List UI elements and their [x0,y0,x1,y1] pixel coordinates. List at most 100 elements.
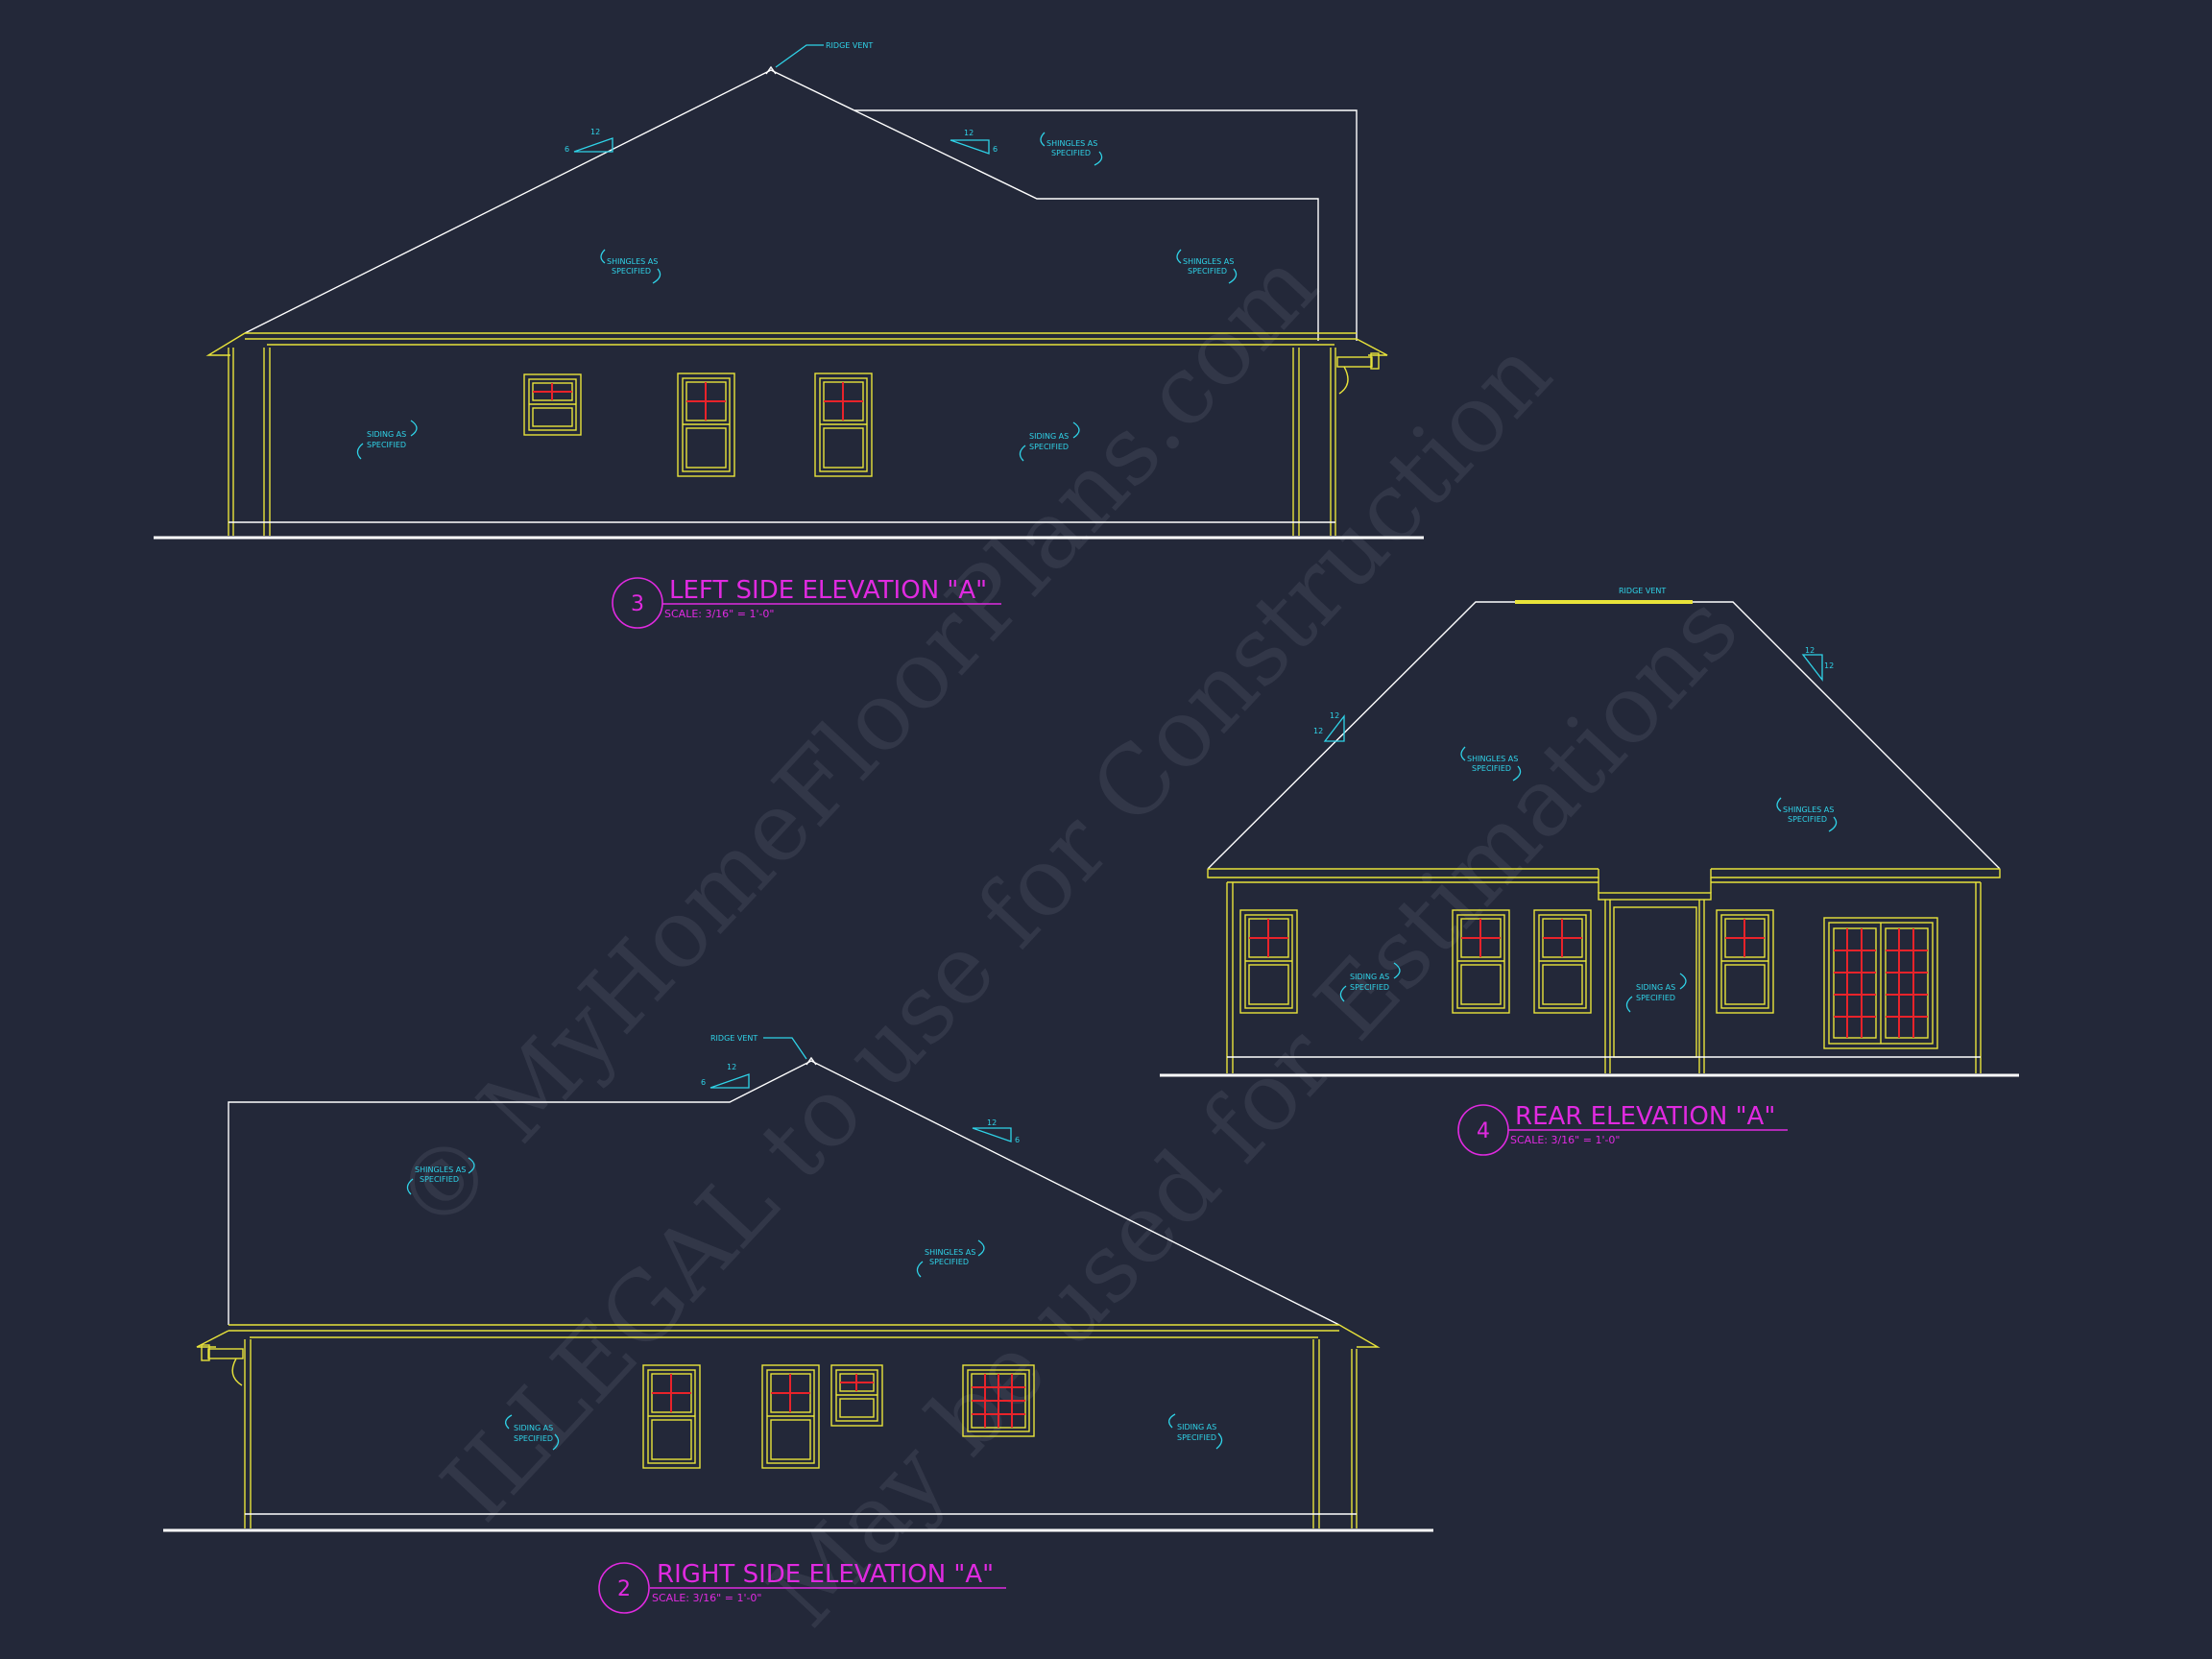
note-line: SPECIFIED [612,267,651,276]
right-roof-outline [228,1056,1340,1326]
left-shingles-note-2: SHINGLES AS SPECIFIED [600,249,661,284]
right-shingles-note-2: SHINGLES AS SPECIFIED [916,1239,985,1278]
right-elevation-scale: SCALE: 3/16" = 1'-0" [652,1592,762,1604]
left-siding-note-1: SIDING AS SPECIFIED [356,420,418,460]
left-elevation-title-block: 3 LEFT SIDE ELEVATION "A" SCALE: 3/16" =… [612,576,1001,629]
left-shingles-note-3: SHINGLES AS SPECIFIED [1176,249,1238,284]
note-line: SPECIFIED [1051,149,1091,157]
right-shingles-note-1: SHINGLES AS SPECIFIED [406,1157,475,1195]
pitch-rise: 6 [701,1078,706,1087]
left-walls [228,348,1336,536]
right-pitch-symbol-right: 12 6 [972,1118,1020,1144]
right-ridge-vent-label: RIDGE VENT [710,1034,757,1043]
left-eave [205,332,1388,356]
left-roof-outline [244,65,1358,341]
left-elevation-number: 3 [631,592,644,616]
note-line: SHINGLES AS [607,257,658,266]
left-side-elevation: RIDGE VENT 12 6 12 6 SHINGLES AS SPECIFI… [154,41,1424,629]
rear-french-door [1823,917,1938,1049]
rear-shingles-note-2: SHINGLES AS SPECIFIED [1776,797,1838,832]
left-eave-bracket-icon [1336,352,1380,395]
note-line: SPECIFIED [1788,815,1827,824]
right-eave [196,1324,1381,1348]
left-ridge-vent-callout: RIDGE VENT [775,41,873,68]
pitch-run: 12 [964,129,974,137]
note-line: SPECIFIED [367,441,406,449]
right-window-3 [830,1364,883,1427]
left-elevation-title: LEFT SIDE ELEVATION "A" [669,576,987,605]
pitch-rise: 6 [565,145,569,154]
rear-eave [1207,868,2001,901]
pitch-run: 12 [590,128,600,136]
pitch-run: 12 [987,1118,997,1127]
pitch-rise: 12 [1313,727,1323,735]
note-line: SPECIFIED [1177,1433,1216,1442]
note-line: SPECIFIED [1472,764,1511,773]
right-window-2 [761,1364,820,1469]
left-window-2 [677,373,735,477]
note-line: SPECIFIED [420,1175,459,1184]
left-pitch-symbol-left: 12 6 [565,128,613,154]
note-line: SHINGLES AS [925,1248,975,1257]
rear-window-4 [1716,909,1774,1014]
note-line: SHINGLES AS [1183,257,1234,266]
note-line: SPECIFIED [1188,267,1227,276]
rear-siding-note-1: SIDING AS SPECIFIED [1339,962,1401,1002]
left-pitch-symbol-right: 12 6 [950,129,998,155]
pitch-run: 12 [727,1063,736,1071]
rear-pitch-symbol-right: 12 12 [1801,646,1834,682]
right-window-1 [642,1364,701,1469]
pitch-rise: 6 [1015,1136,1020,1144]
right-elevation-number: 2 [617,1577,631,1601]
rear-elevation-title-block: 4 REAR ELEVATION "A" SCALE: 3/16" = 1'-0… [1457,1102,1788,1156]
right-siding-note-2: SIDING AS SPECIFIED [1168,1413,1223,1450]
note-line: SHINGLES AS [1783,805,1834,814]
note-line: SPECIFIED [929,1258,969,1266]
note-line: SPECIFIED [1636,994,1675,1002]
rear-siding-note-2: SIDING AS SPECIFIED [1625,973,1687,1013]
note-line: SHINGLES AS [415,1166,466,1174]
right-siding-note-1: SIDING AS SPECIFIED [505,1414,560,1451]
rear-elevation-scale: SCALE: 3/16" = 1'-0" [1510,1134,1621,1146]
note-line: SIDING AS [514,1424,553,1432]
pitch-run: 12 [1805,646,1815,655]
left-siding-note-2: SIDING AS SPECIFIED [1019,421,1080,462]
note-line: SPECIFIED [514,1434,553,1443]
pitch-rise: 12 [1824,661,1834,670]
rear-window-1 [1239,909,1298,1014]
note-line: SIDING AS [367,430,406,439]
left-window-3 [814,373,873,477]
note-line: SIDING AS [1636,983,1675,992]
pitch-rise: 6 [993,145,998,154]
left-ridge-vent-label: RIDGE VENT [826,41,873,50]
right-elevation-title-block: 2 RIGHT SIDE ELEVATION "A" SCALE: 3/16" … [598,1560,1006,1614]
left-elevation-number-bubble [612,577,663,629]
note-line: SHINGLES AS [1467,755,1518,763]
rear-walls [1226,882,1982,1073]
note-line: SIDING AS [1177,1423,1216,1431]
rear-ridge-vent-label: RIDGE VENT [1619,587,1666,595]
left-elevation-scale: SCALE: 3/16" = 1'-0" [664,608,775,620]
note-line: SIDING AS [1029,432,1069,441]
right-elevation-number-bubble [598,1562,650,1614]
rear-window-3 [1533,909,1592,1014]
right-ridge-vent-callout: RIDGE VENT [710,1034,807,1060]
pitch-run: 12 [1330,711,1339,720]
right-window-4 [962,1364,1035,1437]
right-pitch-symbol-left: 12 6 [701,1063,750,1089]
rear-elevation-title: REAR ELEVATION "A" [1515,1102,1775,1131]
rear-shingles-note-1: SHINGLES AS SPECIFIED [1460,746,1522,781]
rear-window-2 [1452,909,1510,1014]
right-elevation-title: RIGHT SIDE ELEVATION "A" [657,1560,994,1589]
rear-elevation: RIDGE VENT 12 12 12 12 SHINGLES AS SPECI… [1160,587,2019,1156]
right-side-elevation: RIDGE VENT 12 6 12 6 SHINGLES AS SPECIFI… [163,1034,1433,1614]
rear-pitch-symbol-left: 12 12 [1313,711,1345,742]
left-window-1 [523,373,582,436]
right-walls [244,1339,1358,1528]
left-shingles-note-1: SHINGLES AS SPECIFIED [1040,132,1103,166]
note-line: SPECIFIED [1350,983,1389,992]
note-line: SHINGLES AS [1046,139,1097,148]
rear-elevation-number: 4 [1477,1119,1490,1143]
